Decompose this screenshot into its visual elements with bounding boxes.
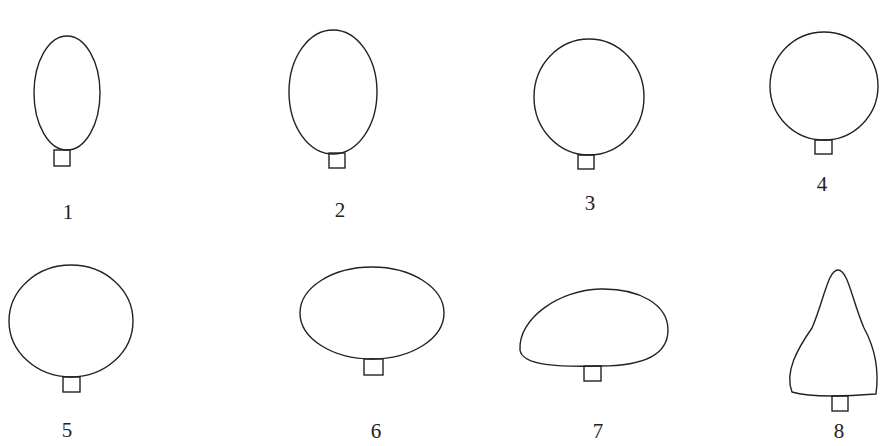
callout-number: 8 — [834, 421, 845, 442]
trunk — [54, 150, 70, 166]
trunk — [815, 140, 832, 154]
trunk — [832, 396, 848, 411]
crown-outline — [534, 39, 644, 155]
crown-outline — [300, 267, 444, 359]
crown-outline — [9, 265, 133, 377]
trunk — [364, 359, 383, 375]
crown-outline — [34, 36, 100, 150]
crown-outline — [289, 30, 377, 154]
trunk — [578, 155, 594, 169]
crown-outline — [770, 32, 878, 140]
callout-number: 3 — [585, 193, 596, 214]
callout-number: 6 — [371, 421, 382, 442]
callout-number: 4 — [817, 174, 828, 195]
callout-number: 7 — [593, 421, 604, 442]
callout-number: 5 — [62, 420, 73, 441]
callout-number: 1 — [63, 202, 74, 223]
crown-outline — [790, 270, 877, 396]
callout-number: 2 — [335, 200, 346, 221]
crown-outline — [520, 289, 668, 366]
trunk — [584, 366, 601, 381]
trunk — [63, 377, 80, 392]
trunk — [329, 153, 345, 168]
